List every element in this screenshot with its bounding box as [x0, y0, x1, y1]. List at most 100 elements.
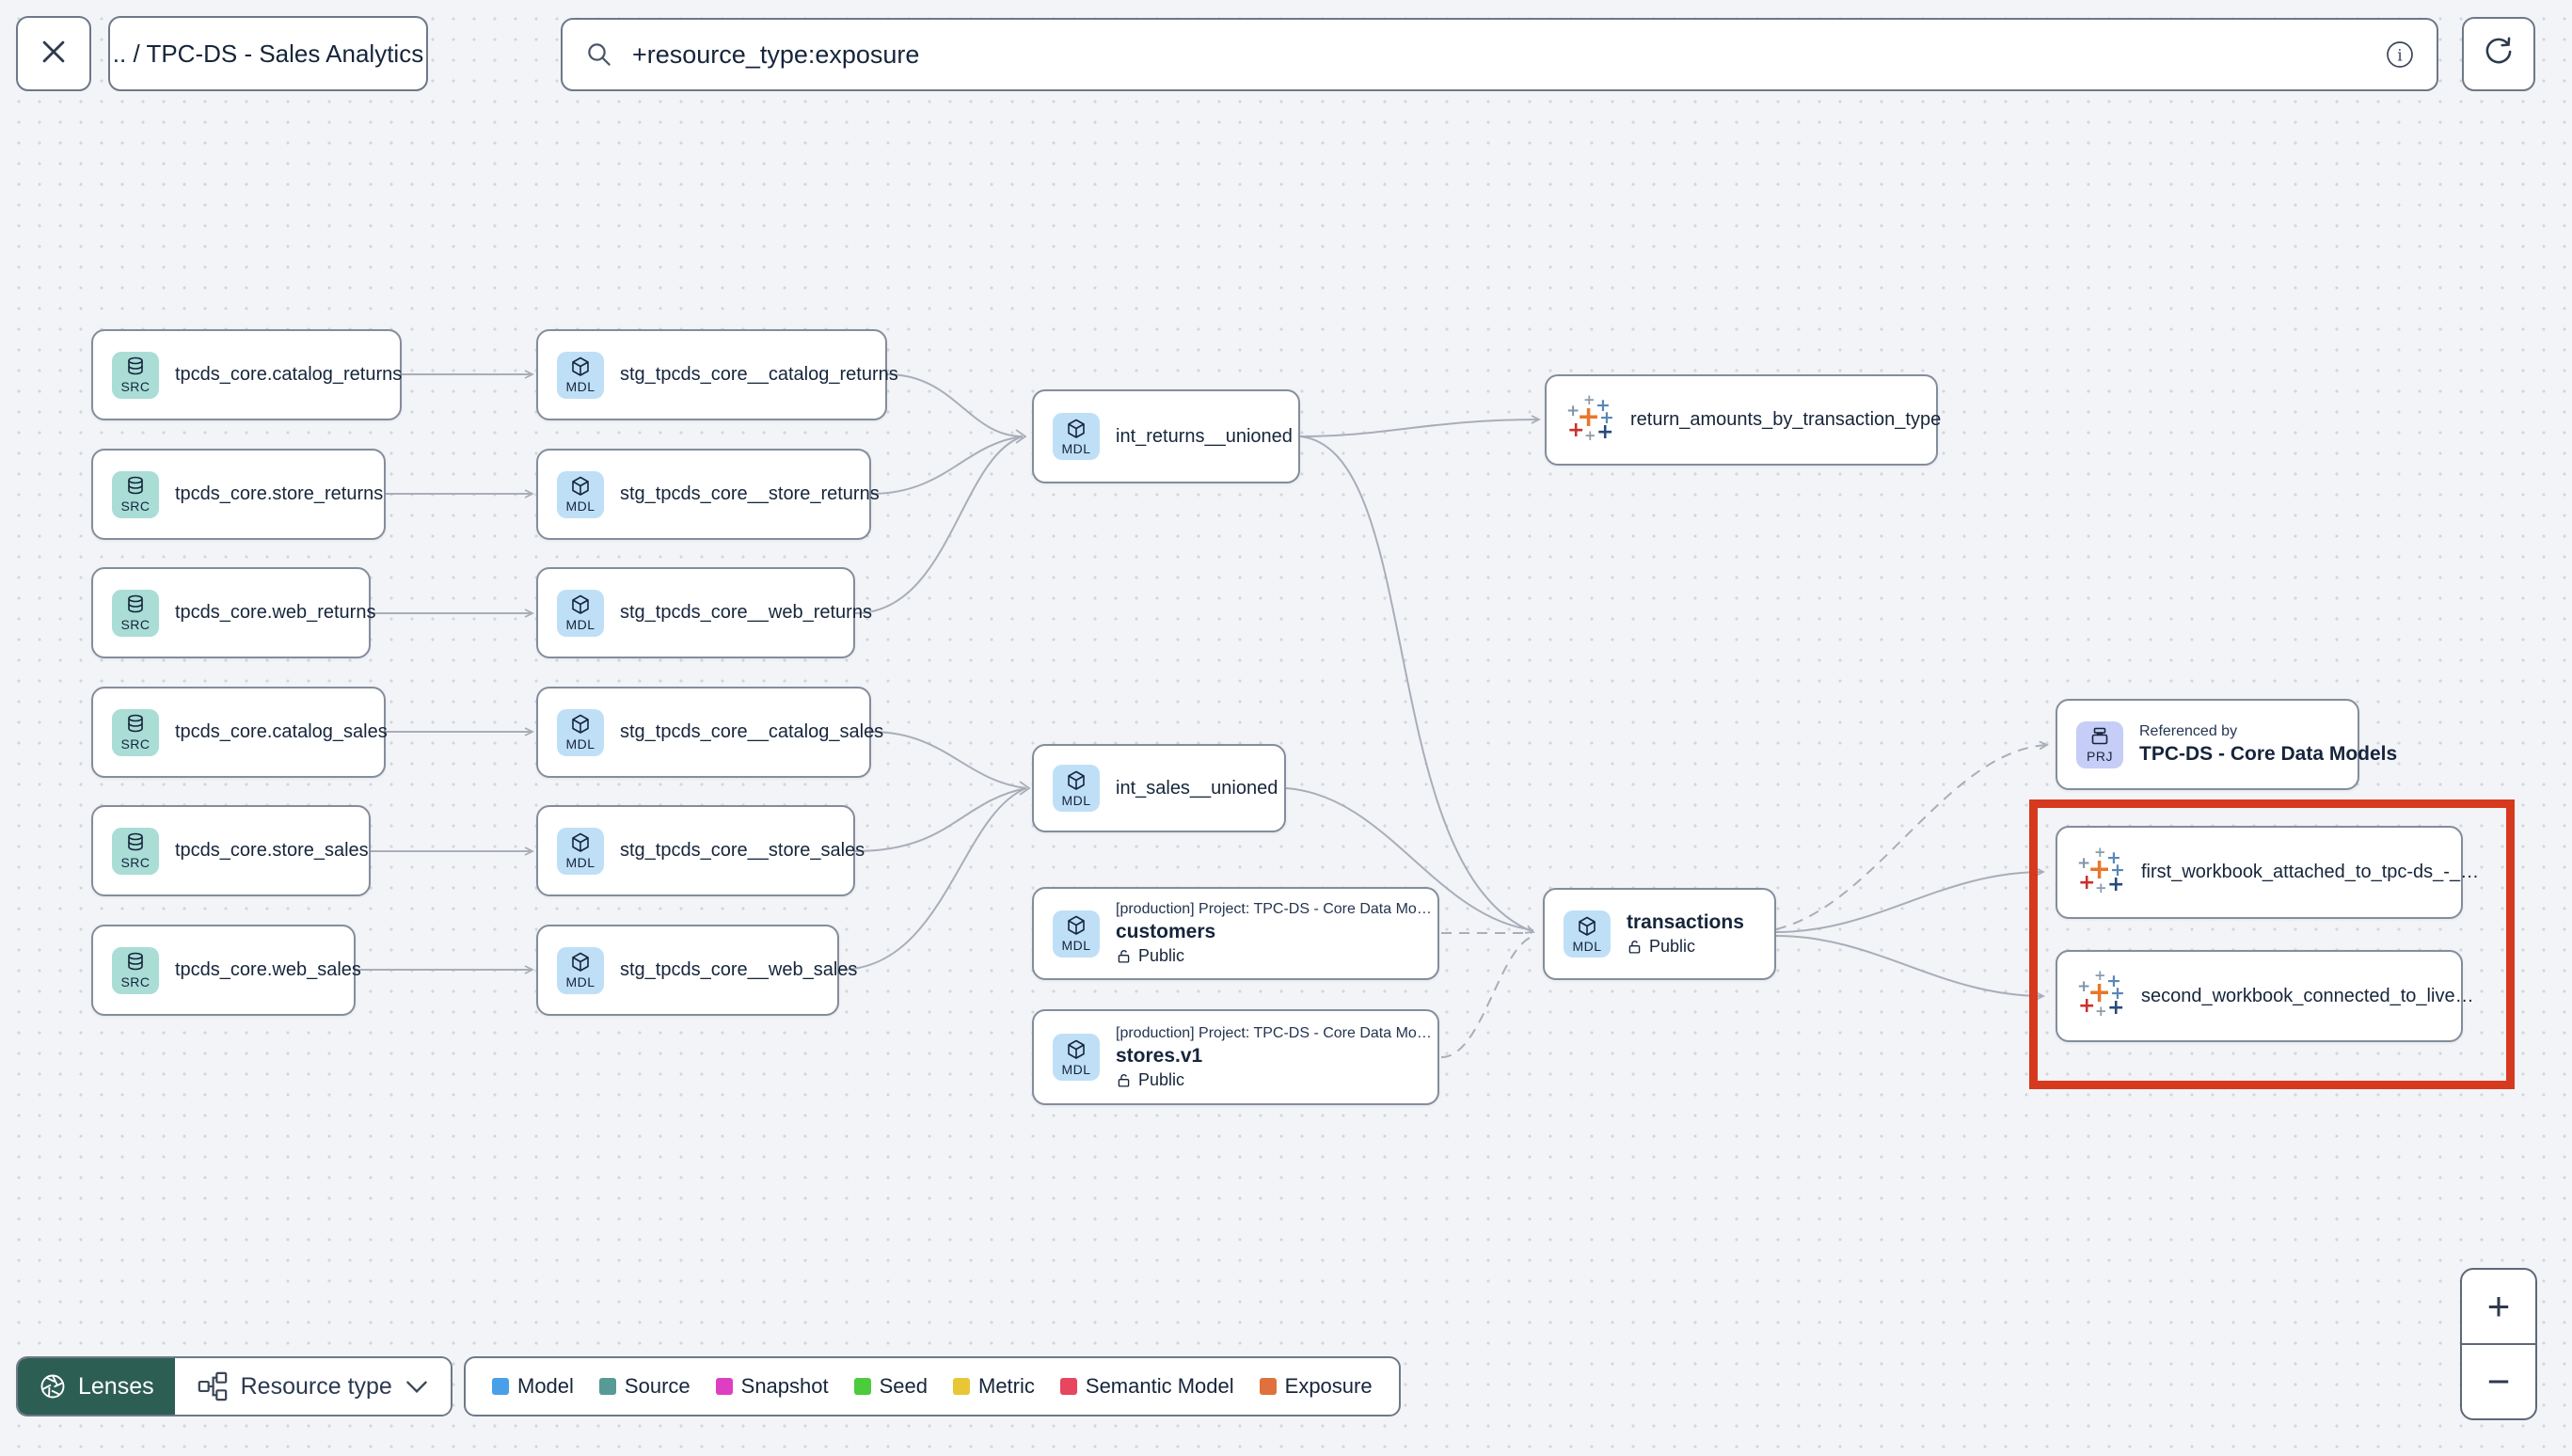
node-src-web-returns[interactable]: SRC tpcds_core.web_returns	[91, 567, 376, 658]
node-title: TPC-DS - Core Data Models	[2139, 743, 2398, 765]
node-text: stg_tpcds_core__catalog_sales	[620, 721, 883, 743]
breadcrumb[interactable]: .. / TPC-DS - Sales Analytics	[108, 16, 428, 91]
cube-icon: MDL	[557, 827, 604, 875]
node-first-workbook[interactable]: ++++++++ first_workbook_attached_to_tpc-d…	[2056, 826, 2480, 919]
node-subtitle: Referenced by	[2139, 723, 2238, 739]
node-second-workbook[interactable]: ++++++++second_workbook_connected_to_liv…	[2056, 950, 2474, 1042]
resource-type-dropdown[interactable]: Resource type	[174, 1358, 451, 1415]
tableau-icon: ++++++++	[2077, 843, 2125, 896]
node-src-catalog-sales[interactable]: SRC tpcds_core.catalog_sales	[91, 687, 388, 778]
legend-label: Model	[517, 1374, 574, 1398]
node-title: tpcds_core.store_sales	[175, 840, 369, 861]
close-icon	[38, 36, 70, 72]
info-icon[interactable]: i	[2386, 40, 2414, 69]
breadcrumb-label: .. / TPC-DS - Sales Analytics	[112, 39, 424, 68]
node-text: first_workbook_attached_to_tpc-ds_-_…	[2141, 862, 2480, 883]
node-subtitle: [production] Project: TPC-DS - Core Data…	[1116, 1024, 1432, 1041]
lock-open-icon	[1116, 1072, 1132, 1088]
refresh-icon	[2481, 34, 2516, 74]
database-icon: SRC	[112, 589, 159, 637]
lenses-button[interactable]: Lenses	[18, 1358, 175, 1415]
node-title: tpcds_core.catalog_returns	[175, 364, 403, 385]
cube-icon: MDL	[1564, 910, 1611, 957]
node-title: stg_tpcds_core__store_sales	[620, 840, 865, 861]
tableau-icon: ++++++++	[1566, 390, 1614, 444]
legend-label: Seed	[879, 1374, 928, 1398]
legend-item-model: Model	[492, 1374, 574, 1399]
node-stg-store-sales[interactable]: MDL stg_tpcds_core__store_sales	[536, 805, 865, 896]
cube-icon: MDL	[557, 946, 604, 994]
node-text: [production] Project: TPC-DS - Core Data…	[1116, 1024, 1432, 1090]
node-title: return_amounts_by_transaction_type	[1630, 409, 1942, 430]
search-bar[interactable]: i	[561, 18, 2438, 91]
node-subtitle: [production] Project: TPC-DS - Core Data…	[1116, 901, 1432, 917]
node-text: tpcds_core.store_sales	[175, 840, 369, 862]
node-text: stg_tpcds_core__catalog_returns	[620, 364, 898, 386]
access-label: Public	[1138, 946, 1185, 965]
zoom-out-button[interactable]: −	[2462, 1345, 2535, 1418]
cube-icon: MDL	[557, 470, 604, 518]
legend-label: Semantic Model	[1085, 1374, 1234, 1398]
node-text: int_sales__unioned	[1116, 778, 1278, 799]
legend-label: Source	[624, 1374, 691, 1398]
svg-text:i: i	[2397, 47, 2403, 66]
access-label: Public	[1138, 1069, 1185, 1089]
node-text: tpcds_core.catalog_returns	[175, 364, 403, 386]
node-stores-v1[interactable]: MDL[production] Project: TPC-DS - Core D…	[1032, 1009, 1439, 1105]
legend-label: Snapshot	[740, 1374, 829, 1398]
legend-swatch	[853, 1378, 871, 1395]
node-stg-web-sales[interactable]: MDL stg_tpcds_core__web_sales	[536, 925, 857, 1016]
legend-item-semantic-model: Semantic Model	[1059, 1374, 1234, 1399]
node-src-store-sales[interactable]: SRC tpcds_core.store_sales	[91, 805, 371, 896]
resource-type-icon	[198, 1371, 228, 1401]
node-text: second_workbook_connected_to_live…	[2141, 985, 2474, 1007]
node-return-amounts-by-transaction-type[interactable]: ++++++++ return_amounts_by_transaction_ty…	[1545, 374, 1942, 466]
node-text: tpcds_core.store_returns	[175, 483, 384, 505]
legend-swatch	[715, 1378, 733, 1395]
node-title: stg_tpcds_core__web_returns	[620, 602, 872, 623]
node-text: tpcds_core.web_sales	[175, 959, 361, 981]
access-row: Public	[1116, 946, 1419, 966]
legend-swatch	[1059, 1378, 1077, 1395]
node-text: stg_tpcds_core__web_sales	[620, 959, 857, 981]
cube-icon: MDL	[1053, 413, 1100, 460]
node-title: stg_tpcds_core__catalog_returns	[620, 364, 898, 385]
zoom-in-button[interactable]: +	[2462, 1270, 2535, 1343]
node-title: first_workbook_attached_to_tpc-ds_-_…	[2141, 862, 2480, 882]
node-referenced-by-project[interactable]: PRJ Referenced by TPC-DS - Core Data Model…	[2056, 699, 2398, 790]
node-title: tpcds_core.store_returns	[175, 483, 384, 504]
node-src-web-sales[interactable]: SRC tpcds_core.web_sales	[91, 925, 361, 1016]
database-icon: SRC	[112, 946, 159, 994]
close-button[interactable]	[16, 16, 91, 91]
node-text: tpcds_core.catalog_sales	[175, 721, 388, 743]
node-customers[interactable]: MDL[production] Project: TPC-DS - Core D…	[1032, 887, 1439, 980]
legend-swatch	[953, 1378, 970, 1395]
legend-label: Metric	[978, 1374, 1035, 1398]
search-input[interactable]	[630, 39, 2369, 71]
node-text: tpcds_core.web_returns	[175, 602, 376, 624]
node-int-sales-unioned[interactable]: MDL int_sales__unioned	[1032, 744, 1286, 832]
node-stg-web-returns[interactable]: MDL stg_tpcds_core__web_returns	[536, 567, 872, 658]
zoom-divider	[2462, 1343, 2535, 1345]
node-title: tpcds_core.web_returns	[175, 602, 376, 623]
cube-icon: MDL	[557, 589, 604, 637]
legend-swatch	[598, 1378, 616, 1395]
legend-swatch	[492, 1378, 509, 1395]
node-title: second_workbook_connected_to_live…	[2141, 985, 2474, 1006]
cube-icon: MDL	[1053, 765, 1100, 812]
refresh-button[interactable]	[2462, 17, 2535, 91]
node-int-returns-unioned[interactable]: MDL int_returns__unioned	[1032, 389, 1300, 483]
database-icon: SRC	[112, 708, 159, 756]
archive-icon: PRJ	[2076, 720, 2123, 768]
access-row: Public	[1116, 1070, 1419, 1090]
node-title: int_returns__unioned	[1116, 425, 1293, 447]
legend: Model Source Snapshot Seed Metric Semantic Mo…	[464, 1356, 1401, 1416]
database-icon: SRC	[112, 827, 159, 875]
